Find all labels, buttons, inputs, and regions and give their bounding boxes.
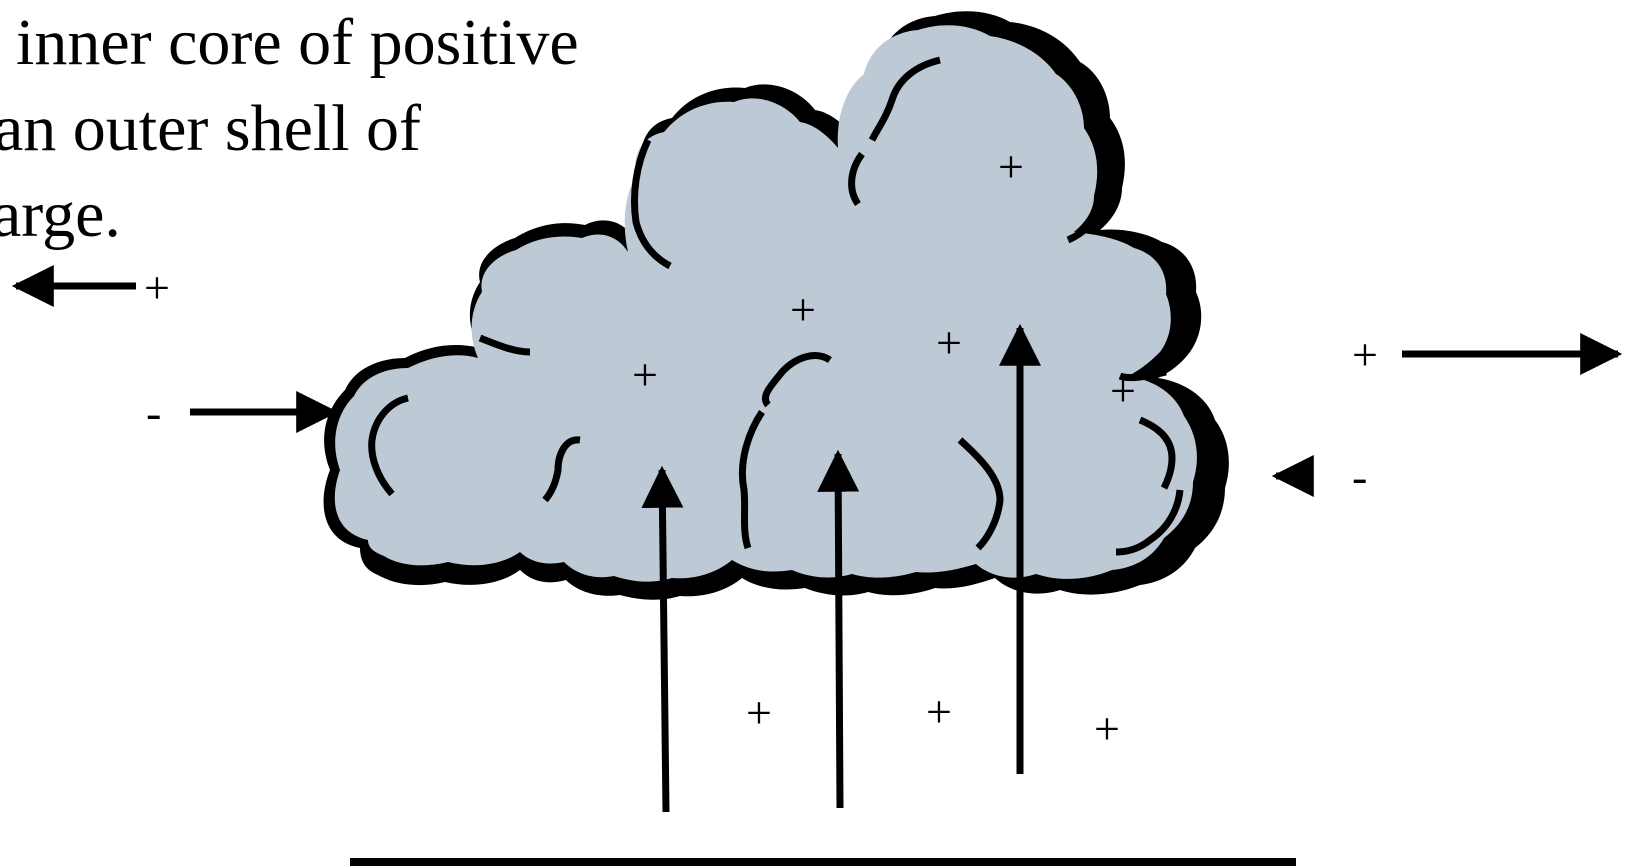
charge-outer-right-negative: - — [1352, 451, 1367, 502]
cloud — [324, 11, 1229, 600]
charge-cloud-right: + — [1110, 365, 1136, 416]
charge-outer-left-negative: - — [146, 387, 161, 438]
cloud-body — [335, 25, 1197, 581]
charge-cloud-top: + — [998, 141, 1024, 192]
charge-cloud-left: + — [632, 349, 658, 400]
charge-ground-right: + — [1094, 703, 1120, 754]
charge-outer-right-positive: + — [1352, 329, 1378, 380]
charge-outer-left-positive: + — [144, 262, 170, 313]
updraft-arrow-2 — [838, 454, 840, 808]
charge-cloud-upper-mid: + — [790, 284, 816, 335]
charge-cloud-center: + — [936, 317, 962, 368]
charge-ground-left: + — [746, 687, 772, 738]
updraft-arrow-1 — [662, 470, 666, 812]
charge-ground-center: + — [926, 686, 952, 737]
